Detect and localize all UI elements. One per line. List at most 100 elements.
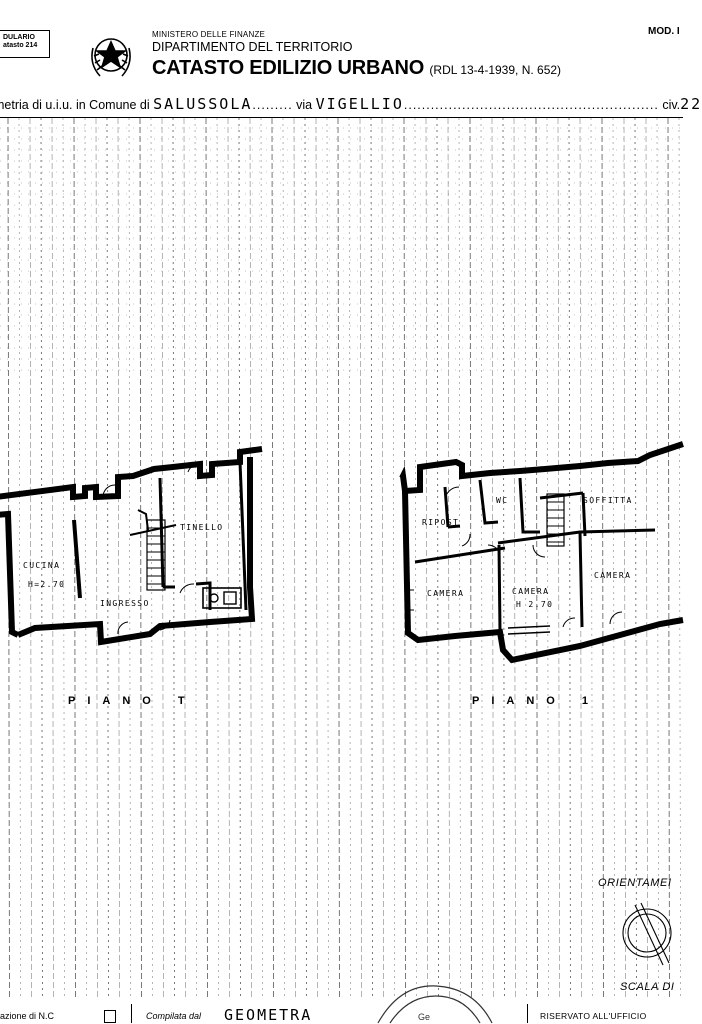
floor-plan-t: [0, 446, 263, 646]
grid-line-vertical: [282, 117, 285, 999]
room-cucina: CUCINA: [23, 561, 61, 570]
title-law-reference: (RDL 13-4-1939, N. 652): [429, 63, 562, 77]
address-prefix: metria di u.i.u. in Comune di: [0, 98, 150, 112]
grid-line-vertical: [535, 117, 538, 999]
modulario-box: DULARIO atasto 214: [0, 30, 50, 58]
room-ripostiglio: RIPOST: [422, 518, 460, 527]
north-arrow-icon: [622, 902, 672, 966]
grid-line-vertical: [370, 117, 373, 999]
grid-line-vertical: [667, 117, 670, 999]
footer-divider-2: [527, 1004, 528, 1023]
room-ingresso: INGRESSO: [100, 599, 150, 608]
grid-line-vertical: [7, 117, 10, 999]
floor-label-t: PIANO T: [68, 695, 197, 707]
grid-line-vertical: [216, 117, 219, 999]
grid-line-vertical: [106, 117, 109, 999]
grid-line-vertical: [568, 117, 571, 999]
room-camera-left: CAMERA: [427, 589, 465, 598]
drawing-grid: [0, 117, 683, 999]
grid-line-vertical: [260, 117, 263, 999]
grid-line-vertical: [623, 117, 626, 999]
grid-line-vertical: [502, 117, 505, 999]
grid-line-vertical: [557, 117, 560, 999]
title-main: CATASTO EDILIZIO URBANO: [152, 57, 425, 79]
modulario-line-1: DULARIO: [3, 34, 35, 41]
grid-line-vertical: [359, 117, 362, 999]
grid-line-vertical: [678, 117, 681, 999]
footer-divider-1: [131, 1004, 132, 1023]
grid-line-vertical: [227, 117, 230, 999]
grid-line-vertical: [40, 117, 43, 999]
room-tinello: TINELLO: [180, 523, 224, 532]
grid-line-vertical: [205, 117, 208, 999]
via-label: via: [296, 98, 313, 112]
compiled-by-value: GEOMETRA: [224, 1006, 313, 1024]
floor-plans: [0, 441, 684, 664]
footer-registration: razione di N.C: [0, 1011, 55, 1021]
grid-line-vertical: [414, 117, 417, 999]
grid-line-vertical: [172, 117, 175, 999]
compiled-by-label: Compilata dal: [146, 1011, 202, 1021]
footer-checkbox: [104, 1010, 116, 1023]
floor-label-1: PIANO 1: [472, 695, 601, 707]
via-value: VIGELLIO: [315, 95, 404, 113]
grid-line-vertical: [271, 117, 274, 999]
grid-line-vertical: [150, 117, 153, 999]
grid-line-vertical: [403, 117, 406, 999]
grid-line-vertical: [579, 117, 582, 999]
grid-line-vertical: [634, 117, 637, 999]
room-wc: WC: [496, 496, 509, 505]
grid-line-vertical: [117, 117, 120, 999]
grid-line-vertical: [524, 117, 527, 999]
reserved-office: RISERVATO ALL'UFFICIO: [540, 1011, 647, 1021]
dots-1: .........: [252, 98, 293, 112]
address-line: metria di u.i.u. in Comune di SALUSSOLA.…: [0, 95, 700, 113]
civ-value: 22: [680, 95, 702, 113]
room-camera-middle-height: H 2.70: [516, 600, 554, 609]
grid-line-vertical: [315, 117, 318, 999]
grid-line-vertical: [139, 117, 142, 999]
grid-line-vertical: [612, 117, 615, 999]
grid-line-vertical: [95, 117, 98, 999]
grid-line-vertical: [128, 117, 131, 999]
grid-line-vertical: [194, 117, 197, 999]
grid-line-vertical: [326, 117, 329, 999]
grid-line-vertical: [183, 117, 186, 999]
grid-line-vertical: [645, 117, 648, 999]
department-name: DIPARTIMENTO DEL TERRITORIO: [152, 40, 353, 54]
comune-value: SALUSSOLA: [153, 95, 253, 113]
grid-line-vertical: [161, 117, 164, 999]
grid-line-vertical: [348, 117, 351, 999]
grid-line-vertical: [238, 117, 241, 999]
grid-line-vertical: [29, 117, 32, 999]
grid-line-vertical: [447, 117, 450, 999]
grid-line-vertical: [546, 117, 549, 999]
document-title: CATASTO EDILIZIO URBANO (RDL 13-4-1939, …: [152, 57, 561, 80]
grid-line-vertical: [513, 117, 516, 999]
dots-2: ........................................…: [403, 98, 659, 112]
orientation-label: ORIENTAMEI: [598, 877, 672, 889]
grid-line-vertical: [436, 117, 439, 999]
grid-line-vertical: [491, 117, 494, 999]
grid-line-vertical: [469, 117, 472, 999]
scale-label: SCALA DI: [620, 981, 675, 993]
grid-line-vertical: [480, 117, 483, 999]
modulario-line-2: atasto 214: [3, 42, 38, 49]
official-stamp-icon: [377, 985, 493, 1024]
grid-line-vertical: [392, 117, 395, 999]
floor-plan-1: [399, 441, 684, 664]
header-rule: [0, 117, 683, 118]
ministry-name: MINISTERO DELLE FINANZE: [152, 30, 266, 39]
civ-label: civ.: [662, 98, 681, 112]
grid-line-vertical: [51, 117, 54, 999]
grid-line-vertical: [590, 117, 593, 999]
grid-line-vertical: [62, 117, 65, 999]
grid-line-vertical: [656, 117, 659, 999]
grid-line-vertical: [381, 117, 384, 999]
grid-line-vertical: [425, 117, 428, 999]
grid-line-vertical: [293, 117, 296, 999]
stamp-text: Ge: [418, 1012, 431, 1022]
grid-line-vertical: [84, 117, 87, 999]
grid-line-vertical: [458, 117, 461, 999]
room-camera-right: CAMERA: [594, 571, 632, 580]
